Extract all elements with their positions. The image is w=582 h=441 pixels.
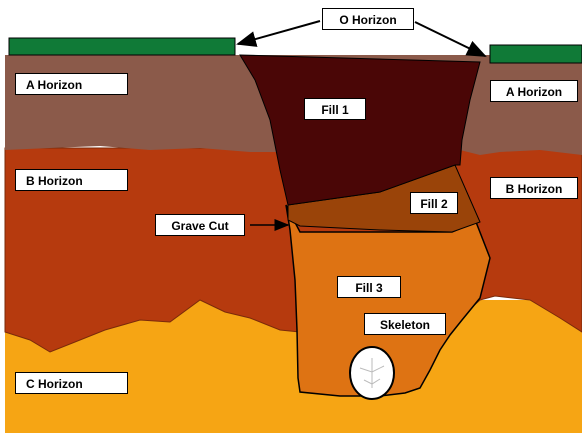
grave-cut-label: Grave Cut bbox=[155, 214, 245, 236]
a-horizon-label-left: A Horizon bbox=[15, 73, 128, 95]
fill-1-label: Fill 1 bbox=[304, 98, 366, 120]
b-horizon-label-left: B Horizon bbox=[15, 169, 128, 191]
fill-2-label: Fill 2 bbox=[410, 192, 458, 214]
o-horizon-right bbox=[490, 45, 582, 63]
skeleton-label: Skeleton bbox=[364, 313, 446, 335]
o-horizon-arrow-right bbox=[415, 22, 485, 56]
o-horizon-left bbox=[9, 38, 235, 55]
fill-3-label: Fill 3 bbox=[337, 276, 401, 298]
a-horizon-label-right: A Horizon bbox=[490, 80, 578, 102]
b-horizon-label-right: B Horizon bbox=[490, 177, 578, 199]
skeleton-icon bbox=[350, 347, 394, 399]
c-horizon-label: C Horizon bbox=[15, 372, 128, 394]
o-horizon-label: O Horizon bbox=[322, 8, 414, 30]
o-horizon-arrow-left bbox=[238, 21, 320, 44]
